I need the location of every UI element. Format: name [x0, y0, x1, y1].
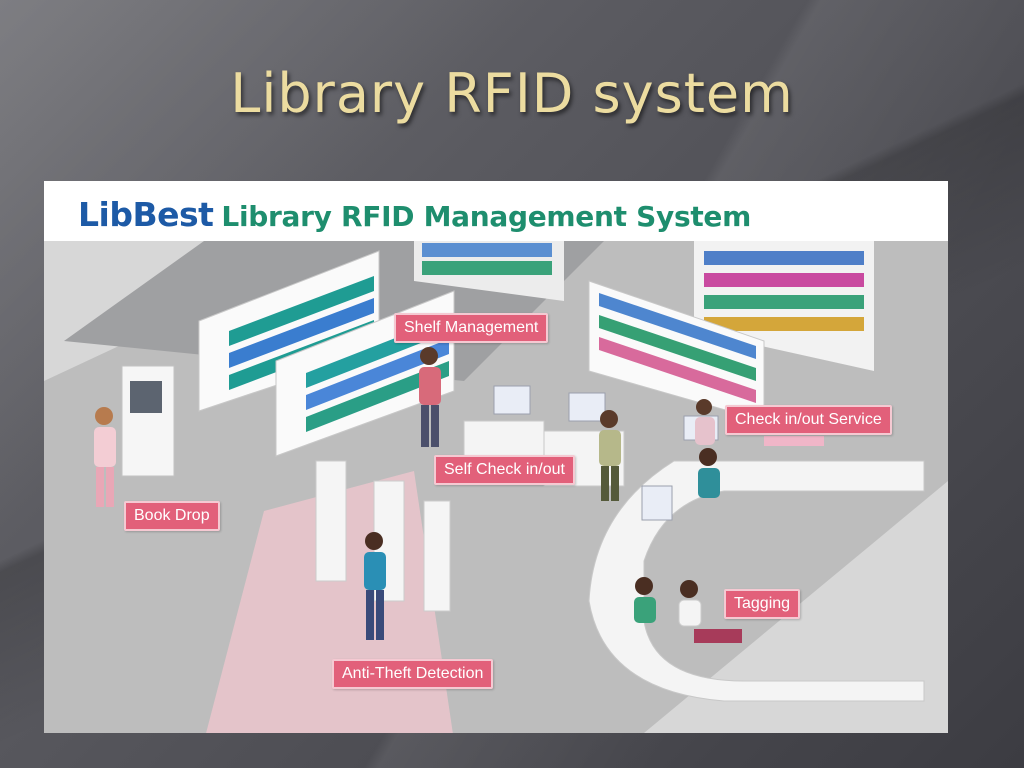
person-tagging [634, 577, 702, 627]
bookshelf-back [414, 241, 564, 301]
callout-check-service: Check in/out Service [725, 405, 892, 435]
system-name: Library RFID Management System [221, 200, 751, 233]
callout-tagging: Tagging [724, 589, 801, 619]
person-anti-theft [364, 532, 386, 640]
book-drop-kiosk [121, 365, 175, 477]
callout-self-check: Self Check in/out [434, 455, 575, 485]
callout-book-drop: Book Drop [124, 501, 220, 531]
slide-title: Library RFID system [230, 62, 794, 125]
bookshelf-right [588, 280, 765, 422]
person-check-service [695, 399, 720, 498]
callout-anti-theft: Anti-Theft Detection [332, 659, 494, 689]
service-counter [588, 415, 925, 702]
brand-name: LibBest [78, 195, 214, 234]
callout-shelf-management: Shelf Management [394, 313, 549, 343]
person-self-check [599, 410, 621, 501]
person-book-drop [94, 407, 116, 507]
person-shelf [419, 347, 441, 447]
